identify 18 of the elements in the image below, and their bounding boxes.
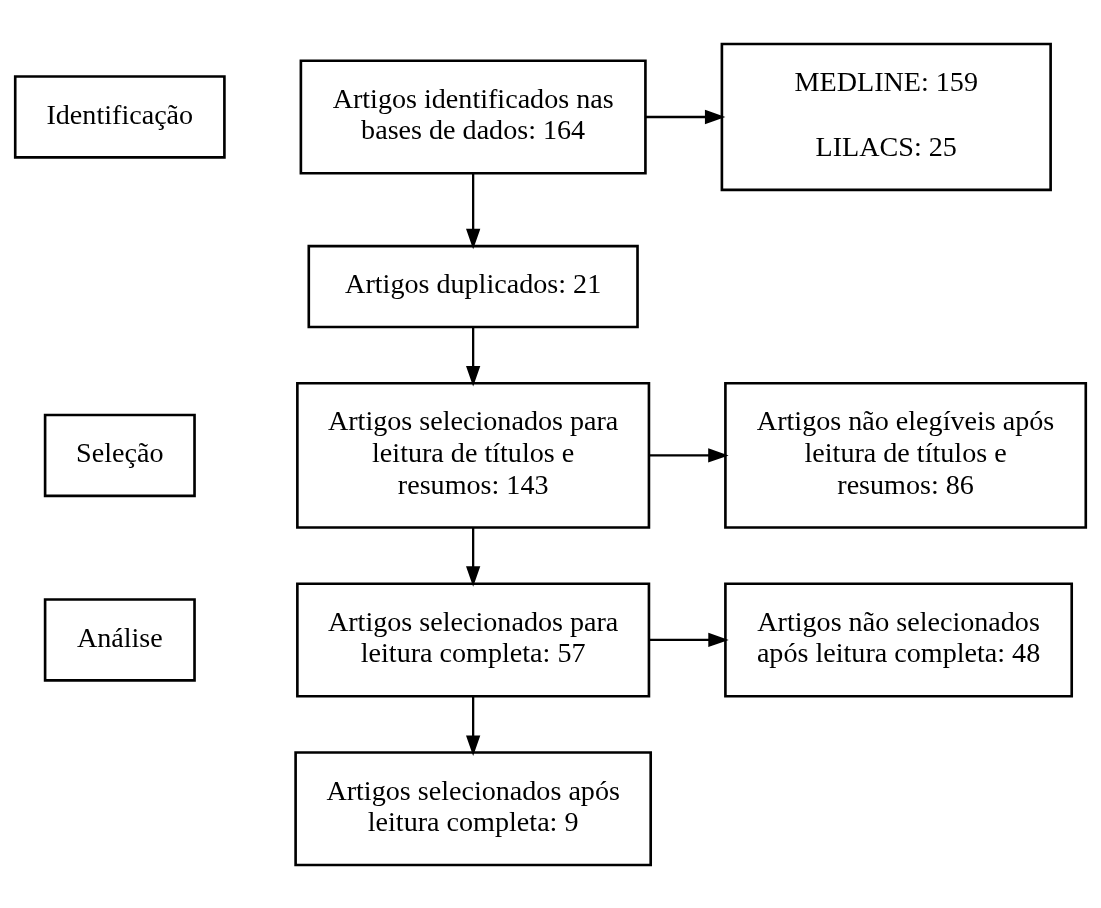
arrow: [645, 109, 726, 124]
node-box: Seleção: [43, 413, 196, 497]
node-box: Identificação: [13, 74, 226, 159]
node-box: Artigos não elegíveis após leitura de títulos e resumos: 86: [724, 381, 1088, 529]
node-box: Análise: [43, 597, 196, 682]
arrow: [649, 632, 729, 647]
node-box: Artigos selecionados para leitura completa: 57: [296, 581, 651, 698]
node-box: MEDLINE: 159 LILACS: 25: [720, 42, 1052, 191]
arrow: [466, 695, 481, 756]
node-box: Artigos selecionados após leitura completa: 9: [294, 750, 653, 866]
arrow: [466, 173, 481, 249]
arrow: [649, 447, 729, 463]
arrow: [466, 527, 481, 587]
node-box: Artigos selecionados para leitura de títulos e resumos: 143: [296, 381, 651, 529]
arrow: [466, 327, 481, 386]
node-box: Artigos identificados nas bases de dados: 164: [299, 58, 647, 175]
node-box: Artigos duplicados: 21: [307, 244, 639, 328]
node-box: Artigos não selecionados após leitura completa: 48: [724, 581, 1074, 698]
